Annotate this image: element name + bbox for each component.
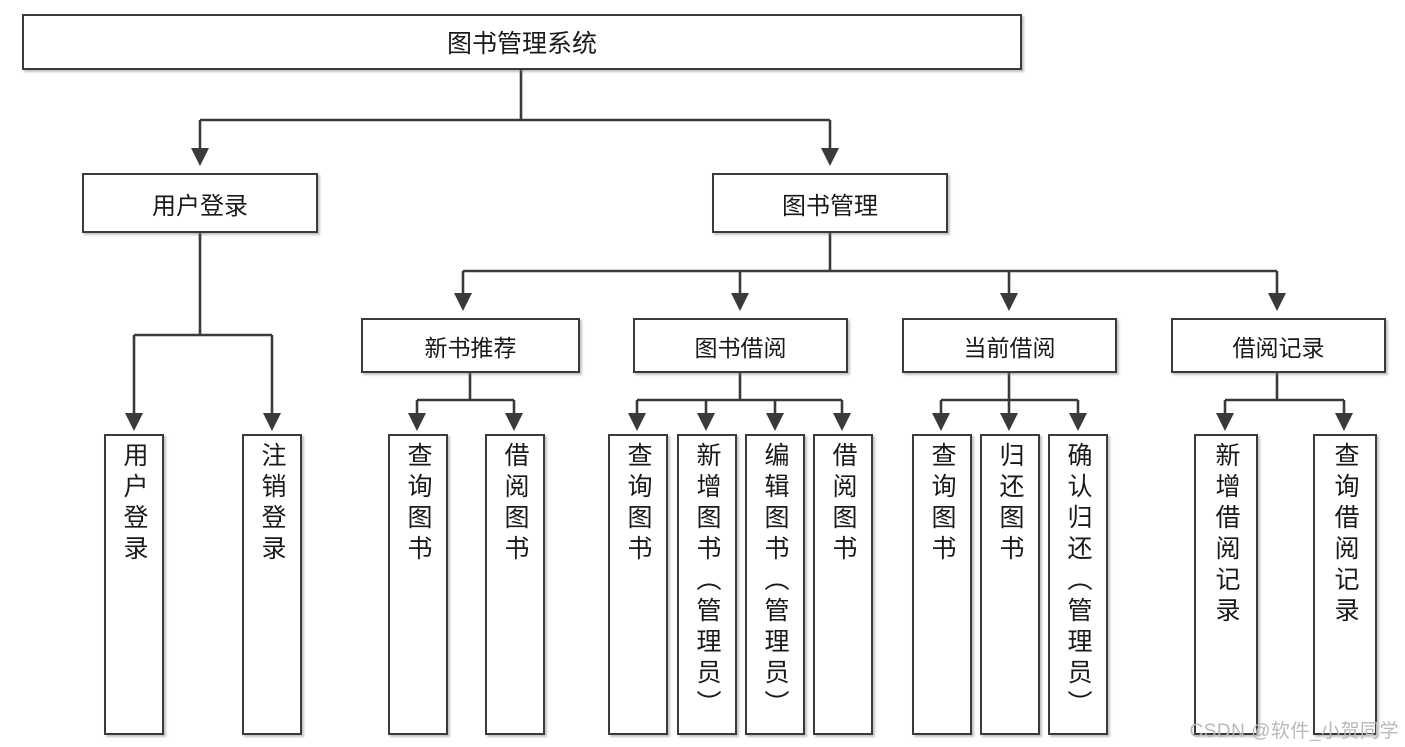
node-borrow-record[interactable]: 借阅记录: [1171, 318, 1386, 373]
leaf-record-add-record[interactable]: 新增借阅记录: [1194, 434, 1258, 735]
leaf-recommend-borrow-book[interactable]: 借阅图书: [485, 434, 545, 735]
node-label: 注销登录: [258, 442, 286, 566]
node-user-login[interactable]: 用户登录: [82, 173, 318, 233]
node-book-borrow[interactable]: 图书借阅: [633, 318, 848, 373]
node-label: 新书推荐: [424, 334, 517, 361]
node-label: 新增图书（管理员）: [693, 442, 721, 721]
node-new-book-recommend[interactable]: 新书推荐: [361, 318, 580, 373]
node-label: 用户登录: [152, 192, 248, 220]
node-label: 借阅图书: [829, 442, 857, 566]
node-book-management[interactable]: 图书管理: [712, 173, 948, 233]
leaf-current-return-book[interactable]: 归还图书: [980, 434, 1040, 735]
leaf-current-confirm-return-admin[interactable]: 确认归还（管理员）: [1048, 434, 1108, 735]
node-label: 查询图书: [928, 442, 956, 566]
node-label: 用户登录: [120, 442, 148, 566]
node-label: 新增借阅记录: [1212, 442, 1240, 628]
leaf-borrow-borrow-book[interactable]: 借阅图书: [813, 434, 873, 735]
node-label: 图书管理系统: [446, 30, 597, 58]
node-label: 图书借阅: [694, 334, 787, 361]
node-current-borrow[interactable]: 当前借阅: [902, 318, 1117, 373]
node-label: 确认归还（管理员）: [1064, 442, 1092, 721]
node-label: 借阅图书: [501, 442, 529, 566]
node-label: 查询图书: [624, 442, 652, 566]
leaf-borrow-add-book-admin[interactable]: 新增图书（管理员）: [677, 434, 737, 735]
node-root-system[interactable]: 图书管理系统: [22, 14, 1022, 70]
leaf-current-query-book[interactable]: 查询图书: [912, 434, 972, 735]
node-label: 查询图书: [404, 442, 432, 566]
leaf-borrow-query-book[interactable]: 查询图书: [608, 434, 668, 735]
node-label: 当前借阅: [963, 334, 1056, 361]
node-label: 图书管理: [782, 192, 878, 220]
node-label: 编辑图书（管理员）: [761, 442, 789, 721]
leaf-recommend-query-book[interactable]: 查询图书: [388, 434, 448, 735]
leaf-borrow-edit-book-admin[interactable]: 编辑图书（管理员）: [745, 434, 805, 735]
node-label: 查询借阅记录: [1331, 442, 1359, 628]
node-label: 归还图书: [996, 442, 1024, 566]
node-label: 借阅记录: [1232, 334, 1325, 361]
leaf-user-login-login[interactable]: 用户登录: [104, 434, 164, 735]
leaf-user-login-logout[interactable]: 注销登录: [242, 434, 302, 735]
watermark-text: CSDN @软件_小贺同学: [1189, 721, 1399, 742]
leaf-record-query-record[interactable]: 查询借阅记录: [1313, 434, 1377, 735]
